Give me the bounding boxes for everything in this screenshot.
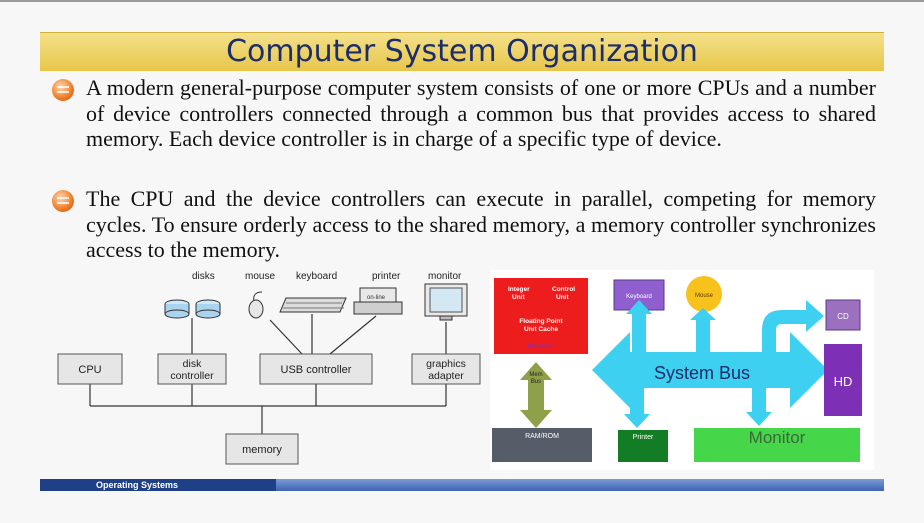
keyboard-block-label: Keyboard	[626, 294, 652, 300]
footer-label: Operating Systems	[96, 480, 179, 490]
control-unit-label-1: Control	[552, 286, 575, 293]
mem-bus-arrow	[520, 362, 552, 428]
hd-label: HD	[834, 374, 853, 389]
system-bus-diagram: Integer Unit Control Unit Floating Point…	[490, 270, 874, 470]
integer-unit-label-1: Integer	[508, 286, 530, 293]
hd-block	[824, 344, 862, 416]
computer-organization-diagram: disks mouse keyboard printer monitor	[57, 271, 481, 465]
bullet-icon	[52, 79, 74, 101]
disk-controller-box	[157, 353, 227, 385]
processor-label: Processor	[527, 344, 554, 350]
title-bar: Computer System Organization	[40, 32, 884, 71]
footer-accent	[276, 479, 884, 491]
mouse-block-label: Mouse	[695, 293, 714, 299]
top-divider	[0, 0, 924, 2]
monitor-block	[694, 428, 860, 462]
printer-icon: on-line	[353, 287, 403, 315]
printer-label: printer	[372, 271, 401, 282]
monitor-label: monitor	[428, 271, 462, 282]
ram-rom-label: RAM/ROM	[525, 433, 559, 440]
cd-label: CD	[837, 312, 849, 321]
disks-icon	[164, 299, 221, 319]
memory-box	[225, 433, 299, 465]
cpu-box	[57, 353, 123, 385]
printer-block	[618, 430, 668, 462]
mem-bus-label-2: Bus	[531, 379, 541, 385]
fpu-label-1: Floating Point	[519, 318, 563, 325]
processor-block	[494, 278, 588, 354]
cd-block	[825, 299, 861, 331]
keyboard-icon	[279, 297, 347, 313]
control-unit-label-2: Unit	[556, 294, 569, 301]
mouse-icon	[248, 291, 264, 319]
system-bus-arrow	[592, 300, 828, 428]
usb-controller-box	[259, 353, 373, 385]
disks-label: disks	[192, 271, 215, 282]
monitor-icon	[424, 283, 468, 321]
bullet-text-2: The CPU and the device controllers can e…	[86, 186, 876, 262]
cpu-label: CPU	[78, 364, 101, 376]
slide-title: Computer System Organization	[226, 34, 698, 69]
disk-controller-label-2: controller	[170, 370, 214, 382]
printer-online-label: on-line	[367, 295, 386, 301]
bullet-icon	[52, 190, 74, 212]
keyboard-label: keyboard	[296, 271, 337, 282]
disk-controller-label-1: disk	[183, 358, 202, 370]
mem-bus-label-1: Mem	[529, 372, 542, 378]
system-bus-label: System Bus	[654, 363, 750, 383]
ram-rom-block	[492, 428, 592, 462]
printer-block-label: Printer	[633, 434, 654, 441]
fpu-label-2: Unit Cache	[524, 326, 558, 333]
monitor-block-label: Monitor	[749, 428, 806, 447]
device-links	[89, 314, 447, 434]
mouse-block	[686, 276, 722, 312]
graphics-adapter-box	[411, 353, 481, 385]
integer-unit-label-2: Unit	[512, 294, 525, 301]
memory-label: memory	[242, 444, 282, 456]
graphics-adapter-label-1: graphics	[426, 358, 466, 370]
bullet-text-1: A modern general-purpose computer system…	[86, 75, 876, 151]
graphics-adapter-label-2: adapter	[428, 370, 464, 382]
mouse-label: mouse	[245, 271, 275, 282]
usb-controller-label: USB controller	[281, 364, 352, 376]
